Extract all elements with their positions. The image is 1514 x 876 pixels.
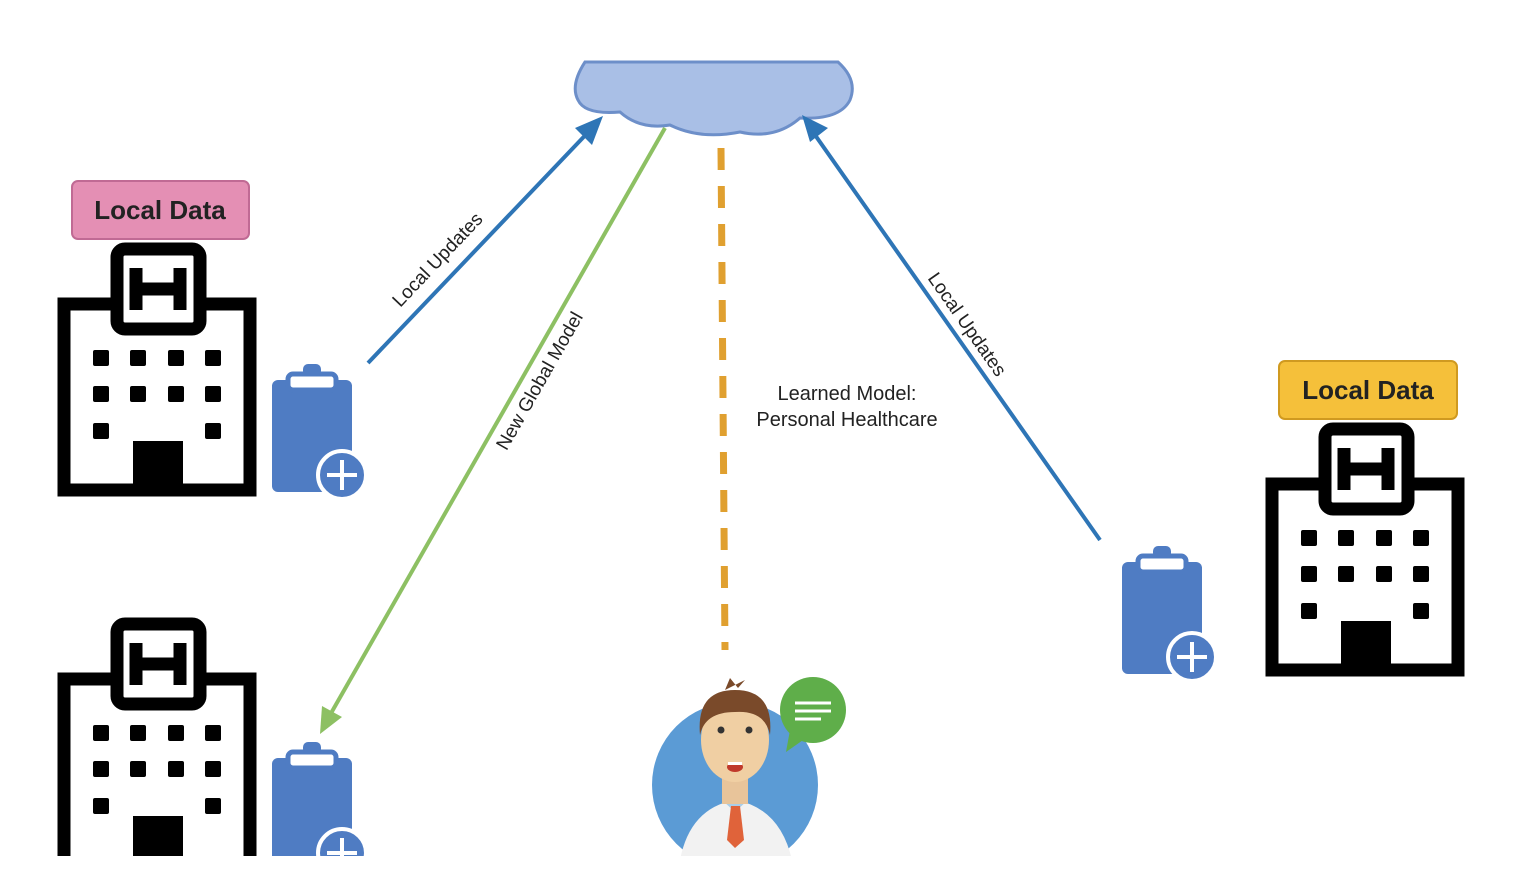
new-global-model-arrow [320,127,667,734]
medical-record-icon-left-top [272,364,366,499]
hospital-icon-left-top [64,249,250,491]
medical-record-icon-right [1122,546,1216,681]
learned-model-dashed-line [717,147,729,651]
chat-bubble-icon [780,677,846,752]
personal-healthcare-label: Personal Healthcare [756,409,937,431]
hospital-icon-right [1272,429,1458,671]
local-updates-label-right: Local Updates [923,269,1010,381]
local-updates-arrow-left [366,116,603,365]
svg-text:Local Data: Local Data [1302,375,1434,405]
local-data-tag-right: Local Data [1278,360,1458,420]
svg-text:Local Data: Local Data [94,195,226,225]
medical-record-icon-left-bottom [272,742,366,876]
local-updates-label-left: Local Updates [389,209,488,312]
doctor-avatar-icon [652,678,818,868]
hospital-icon-left-bottom [64,624,250,866]
learned-model-label: Learned Model: [778,383,917,405]
new-global-model-label: New Global Model [493,309,588,454]
local-updates-arrow-right [802,115,1102,542]
cloud-server-icon [573,60,854,137]
local-data-tag-left: Local Data [71,180,250,240]
